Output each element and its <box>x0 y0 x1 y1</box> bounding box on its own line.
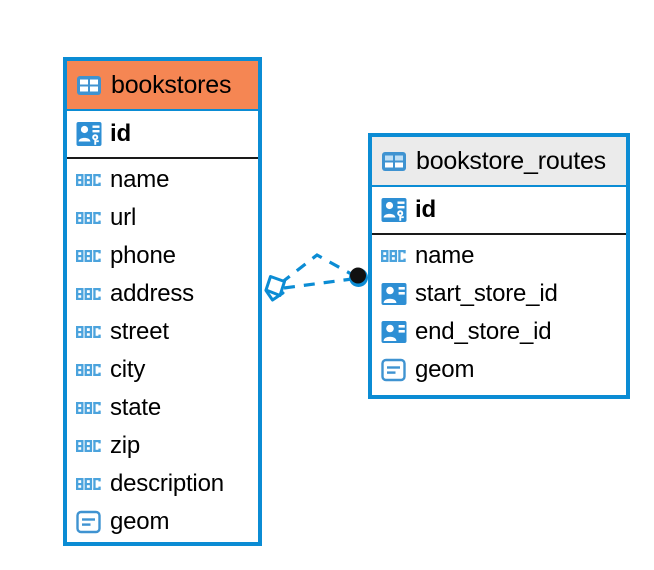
relationship-line-straight <box>283 277 353 290</box>
field-label: id <box>110 120 131 147</box>
field-label: geom <box>110 508 170 535</box>
field-row-phone[interactable]: phone <box>67 237 258 275</box>
open-diamond-marker <box>264 275 286 302</box>
field-row-primary-key[interactable]: id <box>67 111 258 157</box>
text-type-icon <box>76 212 101 224</box>
field-label: name <box>415 242 475 269</box>
foreign-key-icon <box>381 321 407 343</box>
field-row-name[interactable]: name <box>67 161 258 199</box>
text-type-icon <box>76 364 101 376</box>
field-section-bookstores: name url <box>67 159 258 545</box>
field-label: phone <box>110 242 176 269</box>
geometry-type-icon <box>76 510 101 534</box>
text-type-icon <box>381 250 406 262</box>
field-row-zip[interactable]: zip <box>67 427 258 465</box>
entity-bookstores[interactable]: bookstores id <box>63 57 262 546</box>
field-label: id <box>415 196 436 223</box>
field-label: geom <box>415 356 475 383</box>
geometry-type-icon <box>381 358 406 382</box>
field-label: zip <box>110 432 141 459</box>
primary-key-section-bookstores: id <box>67 109 258 159</box>
field-row-address[interactable]: address <box>67 275 258 313</box>
text-type-icon <box>76 440 101 452</box>
table-icon <box>77 75 101 95</box>
field-label: description <box>110 470 224 497</box>
field-row-start-store-id[interactable]: start_store_id <box>372 275 626 313</box>
field-row-street[interactable]: street <box>67 313 258 351</box>
field-row-state[interactable]: state <box>67 389 258 427</box>
field-row-geom[interactable]: geom <box>372 351 626 389</box>
table-icon <box>382 151 406 171</box>
field-row-city[interactable]: city <box>67 351 258 389</box>
entity-header-bookstore-routes[interactable]: bookstore_routes <box>372 137 626 185</box>
field-label: url <box>110 204 137 231</box>
text-type-icon <box>76 326 101 338</box>
field-row-end-store-id[interactable]: end_store_id <box>372 313 626 351</box>
field-section-bookstore-routes: name start_store_id <box>372 235 626 393</box>
primary-key-section-bookstore-routes: id <box>372 185 626 235</box>
field-row-url[interactable]: url <box>67 199 258 237</box>
text-type-icon <box>76 478 101 490</box>
text-type-icon <box>76 250 101 262</box>
field-label: address <box>110 280 194 307</box>
foreign-key-icon <box>381 283 407 305</box>
text-type-icon <box>76 402 101 414</box>
entity-title: bookstore_routes <box>416 146 606 175</box>
field-row-name[interactable]: name <box>372 237 626 275</box>
field-label: start_store_id <box>415 280 558 307</box>
entity-header-bookstores[interactable]: bookstores <box>67 61 258 109</box>
text-type-icon <box>76 174 101 186</box>
filled-circle-marker <box>349 267 368 287</box>
primary-key-icon <box>381 198 407 222</box>
entity-title: bookstores <box>111 70 232 99</box>
field-label: state <box>110 394 162 421</box>
text-type-icon <box>76 288 101 300</box>
entity-bookstore-routes[interactable]: bookstore_routes id <box>368 133 630 399</box>
primary-key-icon <box>76 122 102 146</box>
field-label: end_store_id <box>415 318 552 345</box>
field-row-geom[interactable]: geom <box>67 503 258 541</box>
field-label: city <box>110 356 146 383</box>
field-row-primary-key[interactable]: id <box>372 187 626 233</box>
field-label: street <box>110 318 169 345</box>
relationship-line-angled <box>280 253 354 285</box>
field-row-description[interactable]: description <box>67 465 258 503</box>
field-label: name <box>110 166 170 193</box>
